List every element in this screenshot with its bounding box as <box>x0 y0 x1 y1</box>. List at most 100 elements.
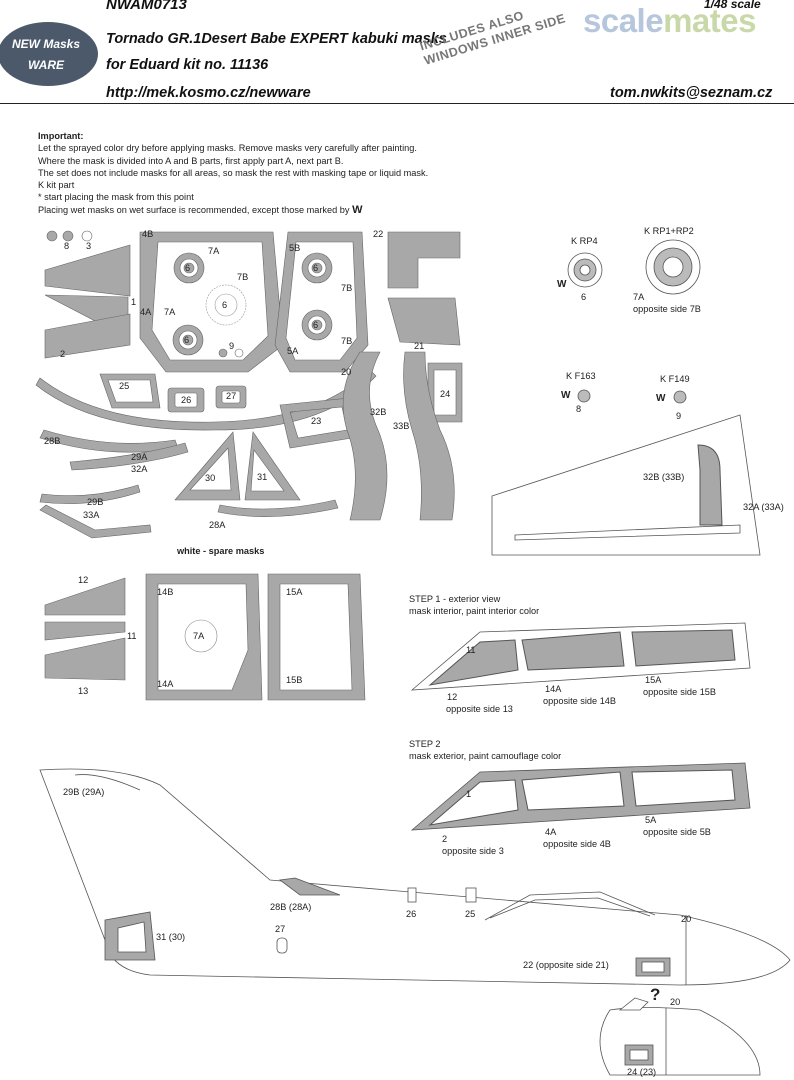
airframe-label-20b: 20 <box>670 997 681 1007</box>
wheel-f163-num: 8 <box>576 404 582 414</box>
label-6: 6 <box>185 263 191 273</box>
label-25: 25 <box>119 381 130 391</box>
nose-inset <box>599 997 761 1076</box>
label-7A: 7A <box>208 246 220 256</box>
step1-subtitle: mask interior, paint interior color <box>409 606 540 616</box>
label-15B: 15B <box>286 675 303 685</box>
mask-strip-33A <box>39 504 152 539</box>
kit-reference: for Eduard kit no. 11136 <box>106 57 269 73</box>
wheel-f149 <box>673 390 687 404</box>
notes-line: Placing wet masks on wet surface is reco… <box>38 204 428 216</box>
wheel-rp1-label: K RP1+RP2 <box>644 226 694 236</box>
airframe-label-28B-28A: 28B (28A) <box>270 902 312 912</box>
label-2: 2 <box>60 349 66 359</box>
step1-label-15A: 15A <box>645 675 662 685</box>
mask-wedge-4A <box>44 313 131 359</box>
step1-label-11: 11 <box>466 645 476 655</box>
watermark-part1: scale <box>583 2 664 39</box>
step2-subtitle: mask exterior, paint camouflage color <box>409 751 562 761</box>
mask-strip-28B <box>39 429 179 453</box>
wet-symbol: W <box>656 393 666 404</box>
airframe-outline <box>39 768 791 986</box>
step1-opposite-14B: opposite side 14B <box>543 696 617 706</box>
label-1: 1 <box>131 297 137 307</box>
scalemates-watermark: scalemates <box>583 2 756 40</box>
step1-label-12: 12 <box>447 692 458 702</box>
label-4A: 4A <box>140 307 152 317</box>
mask-panel-22 <box>387 231 461 289</box>
step2-label-1: 1 <box>466 789 472 799</box>
wet-note-text: Placing wet masks on wet surface is reco… <box>38 204 350 215</box>
label-31: 31 <box>257 472 268 482</box>
label-14B: 14B <box>157 587 174 597</box>
label-9: 9 <box>229 341 235 351</box>
wheel-f149-label: K F149 <box>660 374 690 384</box>
mask-wedge-13 <box>44 637 126 681</box>
mask-frame-5B <box>274 231 369 373</box>
label-7B: 7B <box>341 336 353 346</box>
label-22: 22 <box>373 229 384 239</box>
label-6: 6 <box>184 335 190 345</box>
mask-panel-21 <box>387 297 461 346</box>
wet-symbol: W <box>561 390 571 401</box>
label-14A: 14A <box>157 679 174 689</box>
airframe-label-24-23: 24 (23) <box>627 1067 657 1077</box>
label-5A: 5A <box>287 346 299 356</box>
mask-frame-14B-14A <box>145 573 263 701</box>
wheel-rp4-num: 6 <box>581 292 587 302</box>
product-code: NWAM0713 <box>106 0 187 13</box>
newware-logo: NEW Masks WARE <box>0 22 98 86</box>
product-title: Tornado GR.1Desert Babe EXPERT kabuki ma… <box>106 31 447 47</box>
notes-line: Where the mask is divided into A and B p… <box>38 155 344 166</box>
wheel-rp4-label: K RP4 <box>571 236 598 246</box>
wheel-rp1-opposite: opposite side 7B <box>633 304 701 314</box>
website-link[interactable]: http://mek.kosmo.cz/newware <box>106 85 311 101</box>
label-29A: 29A <box>131 452 148 462</box>
step1-label-14A: 14A <box>545 684 562 694</box>
notes-line: * start placing the mask from this point <box>38 192 194 203</box>
label-12: 12 <box>78 575 89 585</box>
step2-opposite-5B: opposite side 5B <box>643 827 711 837</box>
canopy-step1 <box>410 622 751 691</box>
step2-label-5A: 5A <box>645 815 657 825</box>
contact-email[interactable]: tom.nwkits@seznam.cz <box>610 85 773 101</box>
side-panel-mask-32A <box>697 444 723 526</box>
mask-triangle-30 <box>174 431 241 501</box>
label-27: 27 <box>226 391 237 401</box>
logo-text-new: NEW Masks <box>12 37 81 51</box>
label-33A: 33A <box>83 510 100 520</box>
mask-strip-33B <box>403 351 455 521</box>
label-6: 6 <box>313 320 319 330</box>
wet-symbol: W <box>352 203 363 216</box>
spare-masks-label: white - spare masks <box>177 546 265 556</box>
wet-symbol: W <box>557 279 567 290</box>
label-7B: 7B <box>341 283 353 293</box>
notes-heading: Important: <box>38 131 84 141</box>
mask-frame-25 <box>99 373 161 409</box>
label-28A: 28A <box>209 520 226 530</box>
step2-opposite-4B: opposite side 4B <box>543 839 611 849</box>
label-4B: 4B <box>142 229 154 239</box>
label-32B: 32B <box>370 407 387 417</box>
label-33B: 33B <box>393 421 410 431</box>
instructions-block: Important: Let the sprayed color dry bef… <box>38 130 428 216</box>
step2-opposite-3: opposite side 3 <box>442 846 504 856</box>
label-6: 6 <box>222 300 228 310</box>
wheel-rp1-num: 7A <box>633 292 645 302</box>
step1-title: STEP 1 - exterior view <box>409 594 501 604</box>
mask-wedge-12 <box>44 577 126 616</box>
notes-line: Let the sprayed color dry before applyin… <box>38 143 417 154</box>
mask-triangle-31 <box>244 431 301 501</box>
mask-frame-15A-15B <box>267 573 366 701</box>
wheel-f163-label: K F163 <box>566 371 596 381</box>
mask-circle-8 <box>62 230 74 242</box>
side-panel-slot <box>514 524 741 541</box>
header-divider <box>0 103 794 104</box>
mask-strip-28A <box>217 499 339 517</box>
label-32A: 32A <box>131 464 148 474</box>
label-11: 11 <box>127 631 137 641</box>
scale-label: 1/48 scale <box>704 0 761 11</box>
label-6: 6 <box>313 263 319 273</box>
label-29B: 29B <box>87 497 104 507</box>
